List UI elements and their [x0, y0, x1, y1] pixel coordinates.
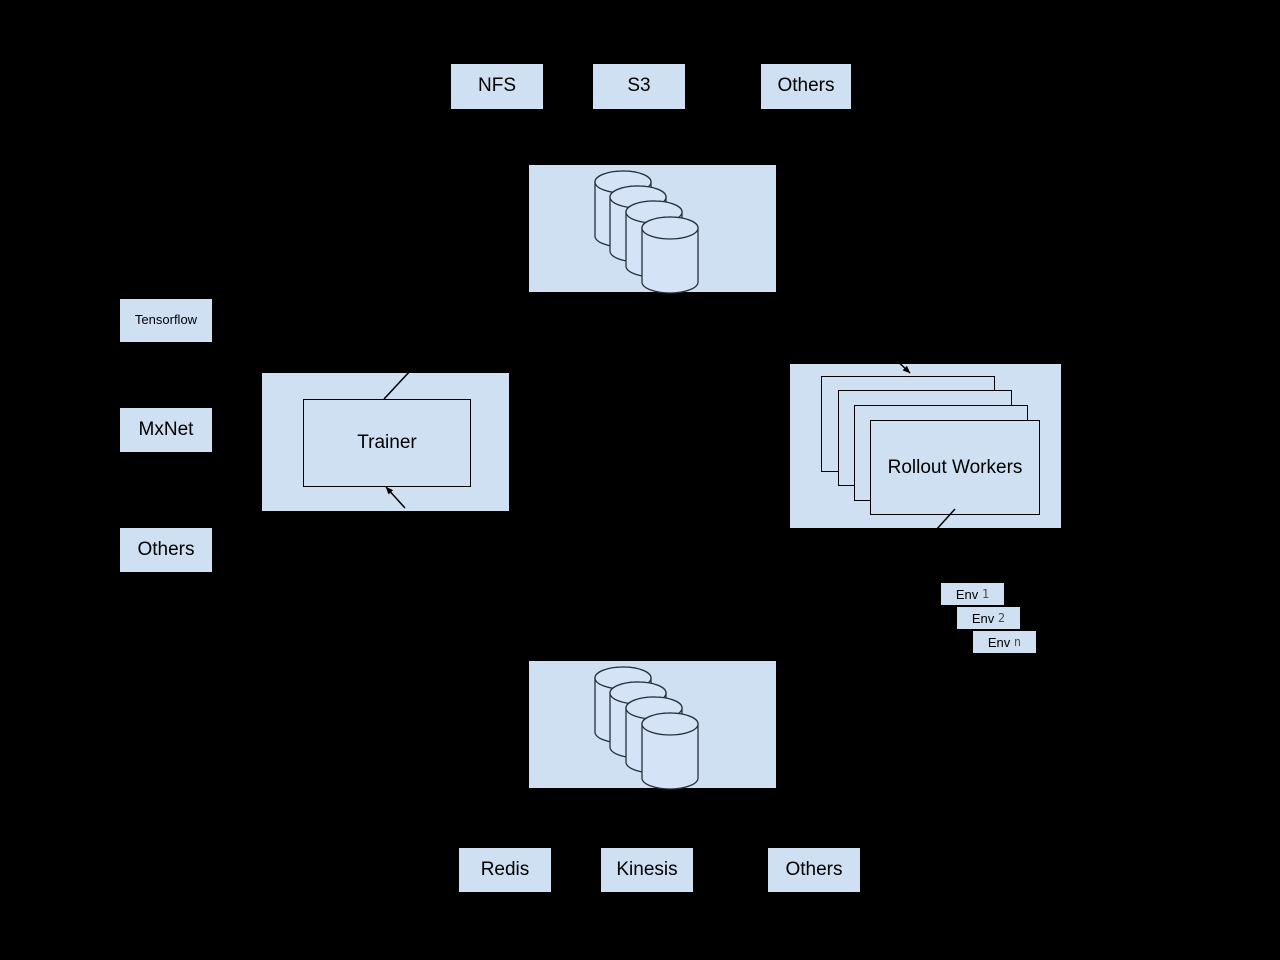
storage-backend-others[interactable]: Others — [761, 64, 851, 109]
rollout-workers-label: Rollout Workers — [887, 456, 1023, 478]
env-box-n[interactable]: Env n — [973, 631, 1036, 653]
data-store-panel — [529, 661, 776, 788]
env-box-2[interactable]: Env 2 — [957, 607, 1020, 629]
env-box-2-name: Env — [971, 610, 995, 626]
storage-backend-nfs-label: NFS — [478, 75, 516, 97]
env-box-n-name: Env — [987, 634, 1011, 650]
env-box-n-index: n — [1013, 635, 1022, 649]
storage-backend-others-label: Others — [777, 75, 835, 97]
queue-backend-redis[interactable]: Redis — [459, 848, 551, 892]
queue-backend-redis-label: Redis — [480, 858, 530, 880]
storage-backend-nfs[interactable]: NFS — [451, 64, 543, 109]
trainer-box[interactable]: Trainer — [303, 399, 471, 487]
queue-backend-kinesis-label: Kinesis — [616, 858, 678, 880]
storage-backend-s3-label: S3 — [627, 75, 651, 97]
queue-backend-others-label: Others — [785, 858, 843, 880]
framework-tensorflow-label: Tensorflow — [134, 312, 198, 328]
env-box-2-index: 2 — [997, 611, 1006, 625]
framework-mxnet[interactable]: MxNet — [120, 408, 212, 452]
queue-backend-others[interactable]: Others — [768, 848, 860, 892]
env-box-1-index: 1 — [981, 587, 990, 601]
rollout-workers-box[interactable]: Rollout Workers — [870, 420, 1040, 515]
model-store-panel — [529, 165, 776, 292]
queue-backend-kinesis[interactable]: Kinesis — [601, 848, 693, 892]
trainer-label: Trainer — [357, 432, 417, 453]
env-box-1-name: Env — [955, 586, 979, 602]
framework-tensorflow[interactable]: Tensorflow — [120, 299, 212, 342]
storage-backend-s3[interactable]: S3 — [593, 64, 685, 109]
framework-mxnet-label: MxNet — [138, 418, 194, 440]
framework-others-label: Others — [137, 538, 195, 560]
env-box-1[interactable]: Env 1 — [941, 583, 1004, 605]
framework-others[interactable]: Others — [120, 528, 212, 572]
